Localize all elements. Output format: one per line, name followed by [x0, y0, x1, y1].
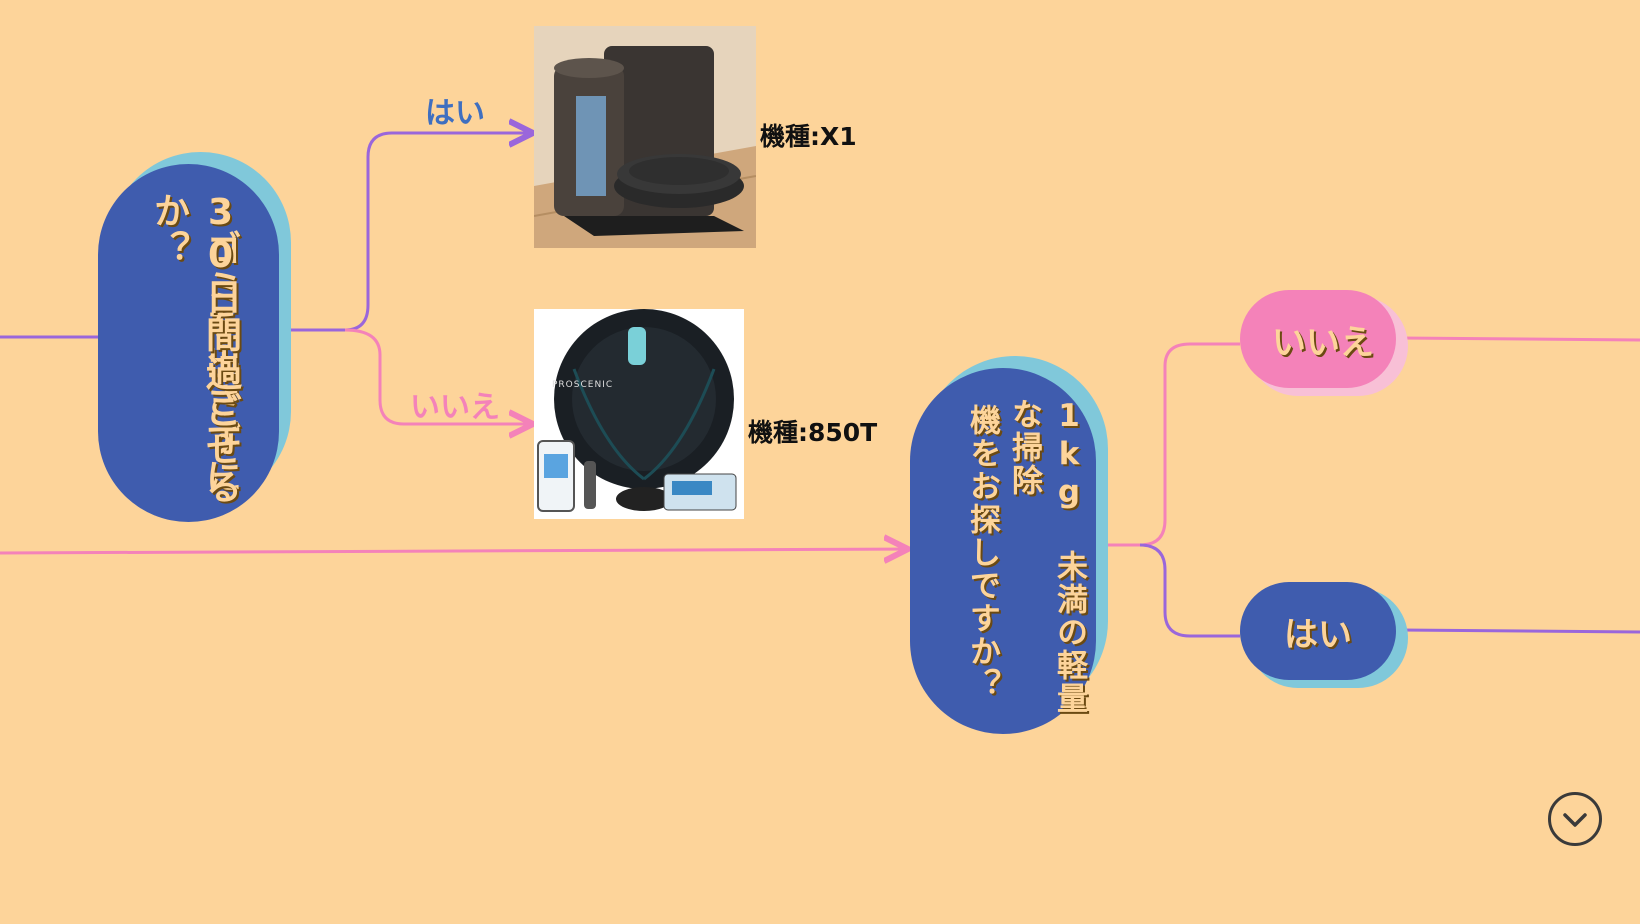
line-q2-yes	[1139, 543, 1240, 638]
question2-line1: 1kg 未満の軽量な掃除	[1006, 398, 1087, 715]
line-q1-no	[344, 328, 533, 424]
branch-no-label: いいえ	[410, 390, 500, 425]
product-850t-brand: PROSCENIC	[552, 380, 614, 390]
option-yes-node: はい	[1240, 582, 1408, 690]
line-q2-no	[1105, 342, 1240, 547]
product-x1-image	[534, 26, 756, 248]
product-850t-model: 機種:850T	[748, 418, 878, 447]
option-no-node: いいえ	[1240, 290, 1408, 398]
branch-yes-label: はい	[425, 96, 485, 131]
question1-line1: ゴミを出さずに	[200, 230, 241, 496]
option-no-label: いいえ	[1272, 322, 1374, 363]
line-out-no	[1399, 336, 1640, 342]
line-q1-yes	[288, 133, 533, 332]
option-yes-label: はい	[1284, 614, 1352, 655]
line-out-yes	[1399, 628, 1640, 634]
chevron-down-icon[interactable]	[1548, 792, 1602, 846]
line-into-question2	[0, 549, 908, 553]
question2-node: 1kg 未満の軽量な掃除 機をお探しですか？	[910, 356, 1110, 734]
question2-line2: 機をお探しですか？	[964, 404, 1000, 701]
product-x1-model: 機種:X1	[760, 122, 857, 151]
question1-line2: 30日間過ごせるか？	[148, 192, 241, 506]
question1-node: ゴミを出さずに 30日間過ごせるか？	[98, 152, 293, 522]
product-850t-image: PROSCENIC	[534, 309, 744, 519]
